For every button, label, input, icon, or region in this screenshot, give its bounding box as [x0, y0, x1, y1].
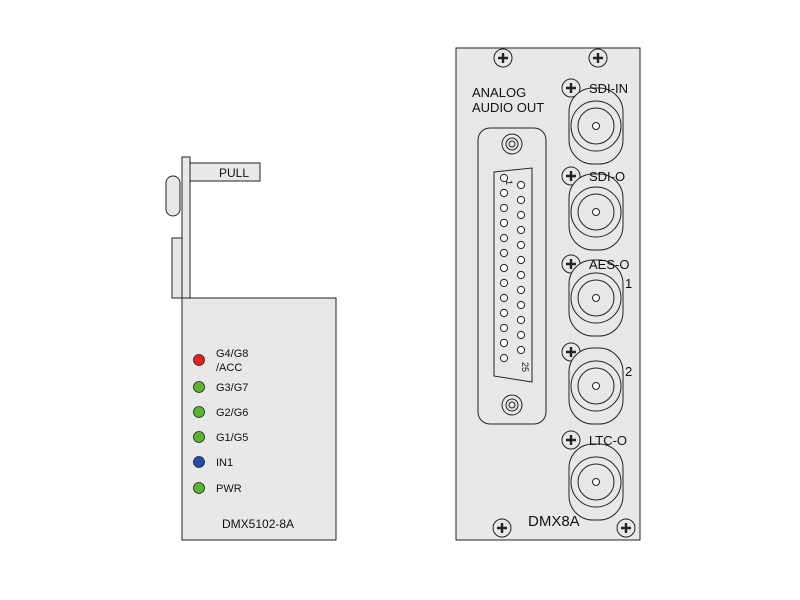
dsub-pin — [499, 353, 509, 363]
dsub-insert — [493, 167, 533, 383]
dsub-pin — [499, 308, 509, 318]
bnc-label: SDI-IN — [589, 81, 628, 96]
bnc-center-pin — [592, 294, 600, 302]
handle-latch — [171, 237, 183, 299]
screw-icon — [561, 430, 581, 450]
led-dot — [193, 431, 205, 443]
dsub-pin — [516, 345, 526, 355]
led-label: G2/G6 — [216, 407, 248, 419]
bnc-connector: AES-O 1 — [561, 254, 632, 337]
pull-label: PULL — [219, 166, 249, 180]
front-card-model: DMX5102-8A — [222, 517, 294, 531]
dsub-pin — [499, 323, 509, 333]
dsub-pin — [499, 278, 509, 288]
dsub-pin — [499, 338, 509, 348]
screw-icon — [493, 48, 513, 68]
handle-grip — [165, 175, 181, 217]
screw-icon — [561, 78, 581, 98]
dsub-pin — [516, 315, 526, 325]
dsub-pin — [499, 233, 509, 243]
analog-title-line1: ANALOG — [472, 85, 526, 100]
dsub-pin — [516, 225, 526, 235]
dsub-pin — [516, 300, 526, 310]
dsub-pin — [499, 293, 509, 303]
screw-icon — [616, 518, 636, 538]
card-handle-bar — [181, 156, 191, 299]
led-dot — [193, 381, 205, 393]
led-indicator: G3/G7 — [193, 381, 248, 394]
dsub-pin — [499, 218, 509, 228]
dsub-jackscrew-top — [501, 133, 523, 155]
bnc-center-pin — [592, 122, 600, 130]
screw-icon — [492, 518, 512, 538]
led-label: IN1 — [216, 457, 233, 469]
led-dot — [193, 456, 205, 468]
bnc-label: AES-O — [589, 257, 629, 272]
dsub-pin — [516, 180, 526, 190]
led-indicator: IN1 — [193, 456, 233, 469]
dsub-pin — [499, 248, 509, 258]
led-indicator: G2/G6 — [193, 406, 248, 419]
bnc-connector: 2 — [561, 342, 632, 425]
dsub-pin — [516, 255, 526, 265]
dsub-pin1-label: 1 — [504, 180, 514, 185]
bnc-label: SDI-O — [589, 169, 625, 184]
bnc-center-pin — [592, 208, 600, 216]
bnc-connector: SDI-O — [561, 166, 625, 251]
dsub-pin — [499, 173, 509, 183]
bnc-connector: LTC-O — [561, 430, 627, 521]
dsub-pin — [499, 203, 509, 213]
analog-title-line2: AUDIO OUT — [472, 100, 544, 115]
bnc-label: LTC-O — [589, 433, 627, 448]
led-dot — [193, 406, 205, 418]
bnc-channel-number: 2 — [625, 364, 632, 379]
bnc-channel-number: 1 — [625, 276, 632, 291]
front-card-body — [181, 297, 337, 541]
led-dot — [193, 354, 205, 366]
dsub-pin — [499, 263, 509, 273]
led-dot — [193, 482, 205, 494]
bnc-center-pin — [592, 382, 600, 390]
led-label: G4/G8 — [216, 348, 248, 360]
dsub-pin25-label: 25 — [520, 362, 530, 372]
led-indicator: PWR — [193, 482, 242, 495]
dsub-pin — [516, 270, 526, 280]
rear-panel: ANALOG AUDIO OUT 1 25 SDI-IN SDI-O AES-O 1 2… — [455, 47, 641, 541]
led-label: G3/G7 — [216, 382, 248, 394]
bnc-center-pin — [592, 478, 600, 486]
pull-tab — [189, 162, 261, 182]
dsub-shell — [477, 127, 547, 425]
dsub-pin — [516, 285, 526, 295]
dsub-pin — [516, 195, 526, 205]
bnc-connector: SDI-IN — [561, 78, 628, 165]
dsub-pin — [516, 330, 526, 340]
led-indicator: G4/G8/ACC — [193, 348, 248, 374]
dsub25-connector: 1 25 — [477, 127, 547, 425]
screw-icon — [561, 166, 581, 186]
dsub-pin — [499, 188, 509, 198]
led-label: PWR — [216, 483, 242, 495]
led-label: G1/G5 — [216, 432, 248, 444]
led-indicator: G1/G5 — [193, 431, 248, 444]
led-label-line2: /ACC — [216, 362, 242, 374]
dsub-pins — [499, 173, 526, 363]
dsub-pin — [516, 210, 526, 220]
screw-icon — [588, 48, 608, 68]
rear-panel-model: DMX8A — [528, 513, 580, 530]
dsub-pin — [516, 240, 526, 250]
mounting-screws — [492, 48, 636, 538]
dsub-jackscrew-bottom — [501, 394, 523, 416]
